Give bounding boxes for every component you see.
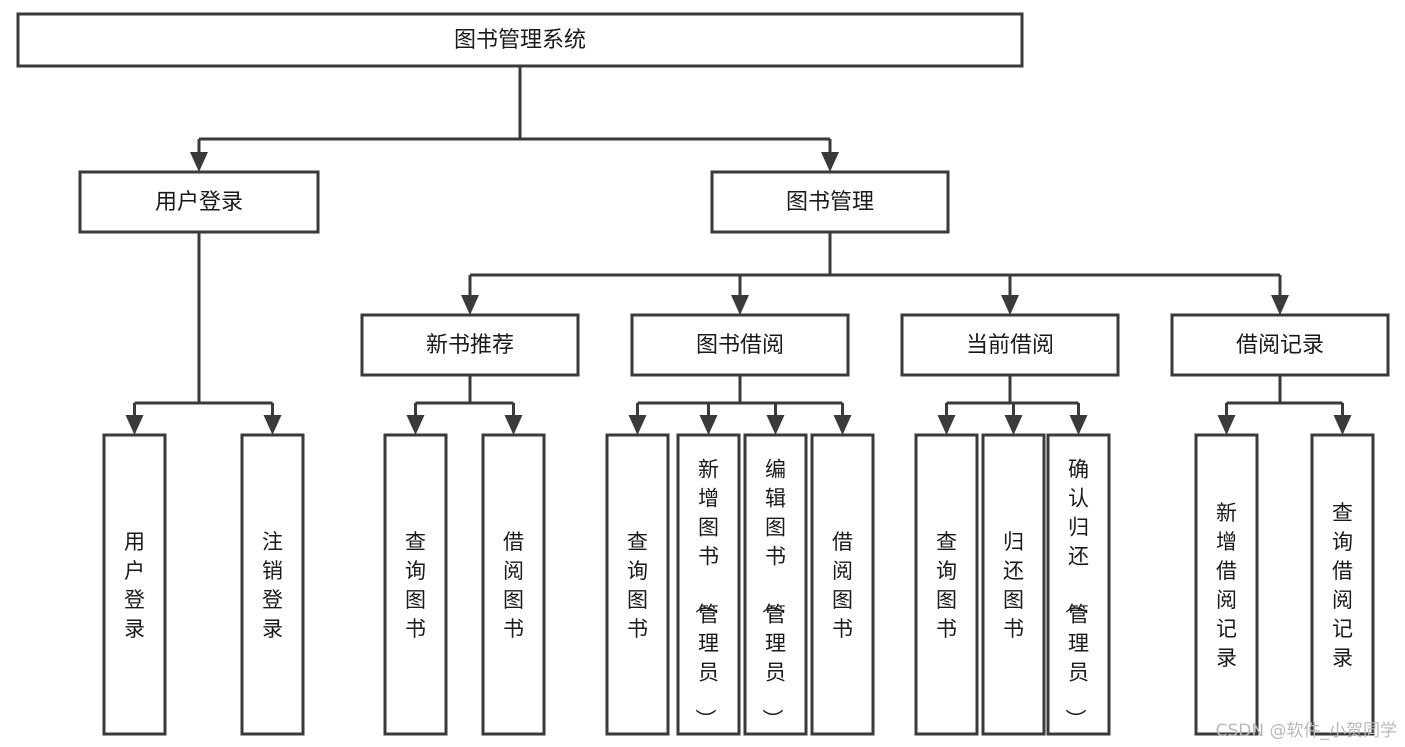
node-label: 图书借阅 xyxy=(696,333,784,358)
node-box xyxy=(676,433,741,736)
arrow-head-icon xyxy=(1069,415,1088,435)
node-label: 确认归还（管理员） xyxy=(1063,458,1089,730)
node-label: 归还图书 xyxy=(1003,530,1024,641)
arrow-head-icon xyxy=(1217,415,1236,435)
leaf-node-编辑图书管理员[interactable]: 编辑图书（管理员） xyxy=(743,433,808,736)
node-box xyxy=(1194,433,1259,736)
node-layer: 图书管理系统用户登录图书管理新书推荐图书借阅当前借阅借阅记录用户登录注销登录查询… xyxy=(16,12,1390,736)
arrow-head-icon xyxy=(628,415,647,435)
node-box xyxy=(810,433,875,736)
leaf-node-查询借阅记录[interactable]: 查询借阅记录 xyxy=(1310,433,1375,736)
node-box xyxy=(360,313,580,377)
node-box xyxy=(914,433,979,736)
level1-node-图书管理[interactable]: 图书管理 xyxy=(710,170,950,234)
root-node-图书管理系统[interactable]: 图书管理系统 xyxy=(16,12,1024,68)
node-box xyxy=(78,170,320,234)
node-label: 借阅图书 xyxy=(832,530,853,641)
node-label: 借阅记录 xyxy=(1236,333,1324,358)
node-box xyxy=(1310,433,1375,736)
level2-node-借阅记录[interactable]: 借阅记录 xyxy=(1170,313,1390,377)
level2-node-当前借阅[interactable]: 当前借阅 xyxy=(900,313,1120,377)
arrow-head-icon xyxy=(504,415,523,435)
level2-node-图书借阅[interactable]: 图书借阅 xyxy=(630,313,850,377)
level1-node-用户登录[interactable]: 用户登录 xyxy=(78,170,320,234)
arrow-head-icon xyxy=(125,415,144,435)
arrow-head-icon xyxy=(821,152,839,172)
node-box xyxy=(383,433,448,736)
arrow-head-icon xyxy=(190,152,208,172)
node-box xyxy=(710,170,950,234)
node-box xyxy=(900,313,1120,377)
leaf-node-用户登录[interactable]: 用户登录 xyxy=(102,433,167,736)
node-label: 编辑图书（管理员） xyxy=(760,458,786,730)
arrow-head-icon xyxy=(731,295,749,315)
node-label: 借阅图书 xyxy=(503,530,524,641)
node-label: 用户登录 xyxy=(124,530,145,641)
node-label: 查询图书 xyxy=(936,530,957,641)
node-label: 查询借阅记录 xyxy=(1332,501,1353,670)
node-box xyxy=(605,433,670,736)
leaf-node-借阅图书[interactable]: 借阅图书 xyxy=(481,433,546,736)
arrow-head-icon xyxy=(461,295,479,315)
node-label: 图书管理系统 xyxy=(454,28,586,53)
leaf-node-查询图书[interactable]: 查询图书 xyxy=(605,433,670,736)
node-label: 注销登录 xyxy=(262,530,283,641)
node-label: 用户登录 xyxy=(155,190,243,215)
arrow-head-icon xyxy=(1004,415,1023,435)
leaf-node-查询图书[interactable]: 查询图书 xyxy=(383,433,448,736)
node-box xyxy=(981,433,1046,736)
level2-node-新书推荐[interactable]: 新书推荐 xyxy=(360,313,580,377)
node-label: 查询图书 xyxy=(405,530,426,641)
leaf-node-注销登录[interactable]: 注销登录 xyxy=(240,433,305,736)
arrow-head-icon xyxy=(1271,295,1289,315)
node-label: 当前借阅 xyxy=(966,333,1054,358)
node-label: 查询图书 xyxy=(627,530,648,641)
leaf-node-归还图书[interactable]: 归还图书 xyxy=(981,433,1046,736)
arrow-head-icon xyxy=(1333,415,1352,435)
node-box xyxy=(16,12,1024,68)
node-box xyxy=(743,433,808,736)
leaf-node-确认归还管理员[interactable]: 确认归还（管理员） xyxy=(1046,433,1111,736)
node-box xyxy=(481,433,546,736)
leaf-node-新增借阅记录[interactable]: 新增借阅记录 xyxy=(1194,433,1259,736)
node-box xyxy=(1046,433,1111,736)
arrow-head-icon xyxy=(699,415,718,435)
node-label: 新增图书（管理员） xyxy=(693,458,719,730)
node-box xyxy=(1170,313,1390,377)
arrow-head-icon xyxy=(263,415,282,435)
arrow-head-icon xyxy=(1001,295,1019,315)
leaf-node-查询图书[interactable]: 查询图书 xyxy=(914,433,979,736)
arrow-head-icon xyxy=(766,415,785,435)
node-box xyxy=(102,433,167,736)
connector-layer xyxy=(125,66,1352,435)
arrow-head-icon xyxy=(833,415,852,435)
arrow-head-icon xyxy=(406,415,425,435)
node-box xyxy=(630,313,850,377)
node-label: 新书推荐 xyxy=(426,333,514,358)
node-label: 图书管理 xyxy=(786,190,874,215)
node-box xyxy=(240,433,305,736)
node-label: 新增借阅记录 xyxy=(1216,501,1237,670)
arrow-head-icon xyxy=(937,415,956,435)
leaf-node-借阅图书[interactable]: 借阅图书 xyxy=(810,433,875,736)
leaf-node-新增图书管理员[interactable]: 新增图书（管理员） xyxy=(676,433,741,736)
